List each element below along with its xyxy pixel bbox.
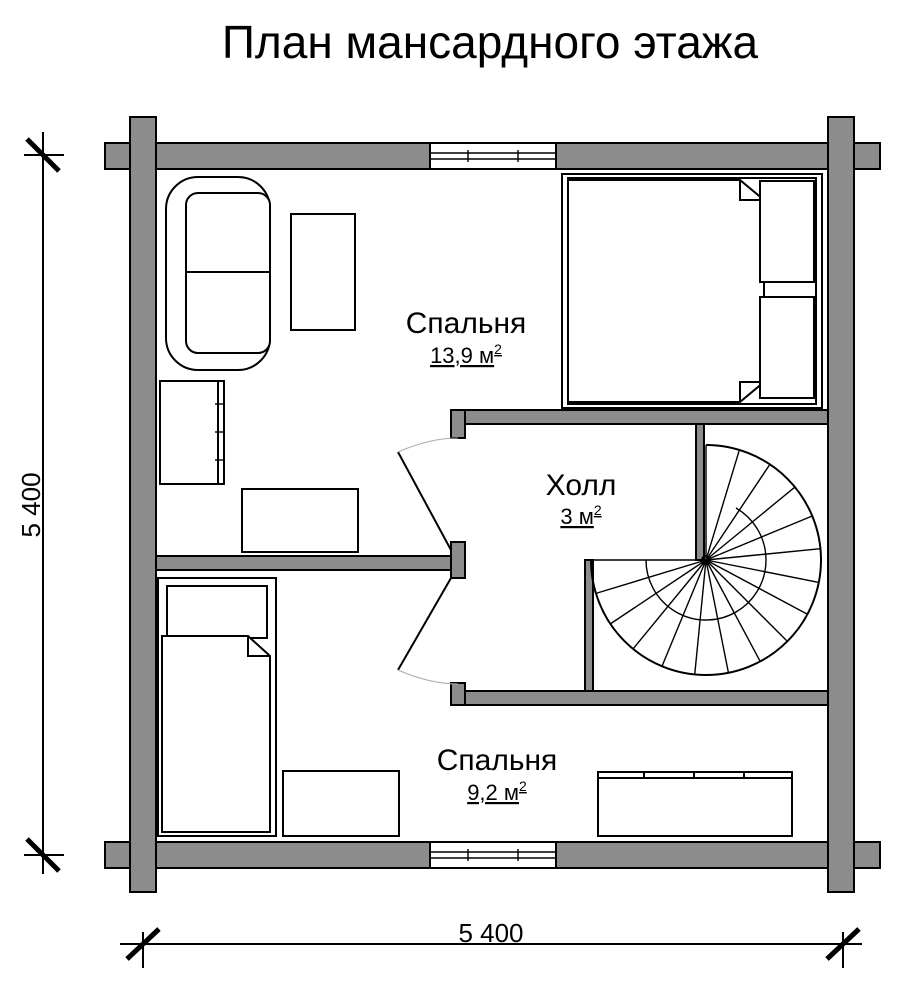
room-label-hall: Холл 3 м2 xyxy=(546,469,617,529)
spiral-staircase xyxy=(590,444,822,676)
stair-step xyxy=(705,449,741,561)
partition-hall-bedroom xyxy=(450,690,829,706)
wall-right xyxy=(827,116,855,893)
wall-left xyxy=(129,116,157,893)
stair-step xyxy=(705,548,821,561)
sofa xyxy=(165,176,271,371)
stair-wall-lower xyxy=(584,559,594,692)
partition-stub-lower xyxy=(450,682,466,706)
coffee-table xyxy=(290,213,356,331)
room-name: Холл xyxy=(546,469,617,502)
walls xyxy=(104,116,881,893)
double-bed xyxy=(561,173,823,409)
stair-step xyxy=(705,559,788,642)
stair-step xyxy=(632,559,707,650)
window-bottom xyxy=(429,841,557,869)
stair-inner-arc xyxy=(645,507,767,621)
dimension-vertical: 5 400 xyxy=(16,132,64,874)
stair-step xyxy=(609,559,707,625)
wall-bottom-left xyxy=(104,841,431,869)
dimension-height-label: 5 400 xyxy=(16,472,46,537)
partition-stub-middle xyxy=(450,541,466,579)
partition-bedroom-hall xyxy=(450,409,829,425)
single-bed xyxy=(157,577,277,837)
stair-step xyxy=(661,559,707,667)
wardrobe-lower xyxy=(597,771,793,837)
room-area: 13,9 м2 xyxy=(430,341,502,368)
stair-step xyxy=(705,515,813,561)
stair-step xyxy=(705,559,808,615)
dimension-horizontal: 5 400 xyxy=(120,918,862,968)
window-top xyxy=(429,142,557,170)
room-name: Спальня xyxy=(437,744,558,777)
stair-step xyxy=(595,559,707,595)
stair-step xyxy=(705,463,771,561)
stair-step xyxy=(705,559,761,662)
door-lower-bedroom xyxy=(397,577,459,685)
dimension-width-label: 5 400 xyxy=(458,918,523,948)
room-area: 9,2 м2 xyxy=(467,778,527,805)
room-label-bedroom-lower: Спальня 9,2 м2 xyxy=(437,744,558,805)
room-area: 3 м2 xyxy=(560,502,601,529)
partition-stub-upper xyxy=(450,409,466,439)
plan-title: План мансардного этажа xyxy=(222,16,759,68)
stair-step xyxy=(694,559,707,675)
desk-upper xyxy=(241,488,359,553)
stair-wall-upper xyxy=(695,423,705,561)
room-label-bedroom-upper: Спальня 13,9 м2 xyxy=(406,307,527,368)
wall-bottom-right xyxy=(555,841,881,869)
wall-top-right xyxy=(555,142,881,170)
stair-step xyxy=(705,559,819,584)
desk-lower xyxy=(282,770,400,837)
room-name: Спальня xyxy=(406,307,527,340)
stair-step xyxy=(705,486,796,561)
stair-step xyxy=(705,559,730,673)
door-upper-bedroom xyxy=(397,437,459,551)
partition-bedrooms xyxy=(155,555,452,571)
wall-top-left xyxy=(104,142,431,170)
wardrobe-upper xyxy=(159,380,225,485)
